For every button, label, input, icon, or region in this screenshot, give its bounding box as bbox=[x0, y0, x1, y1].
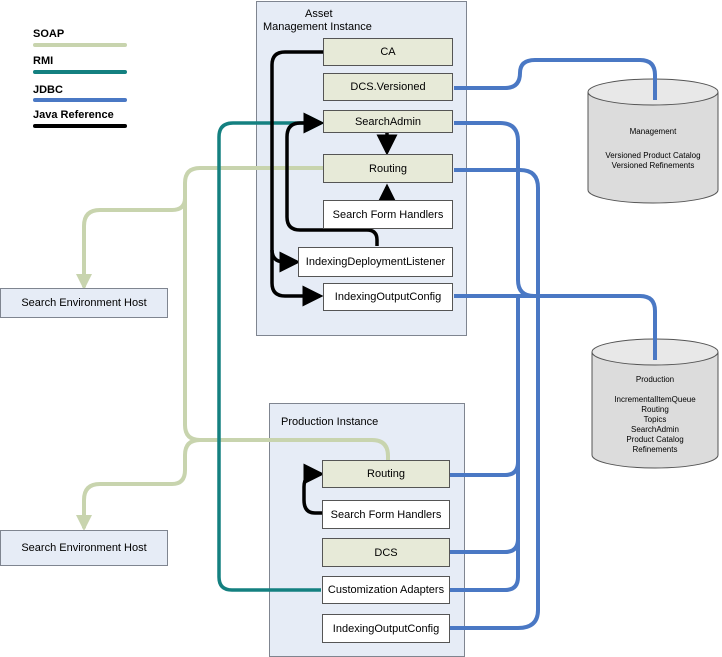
node-search-admin[interactable]: SearchAdmin bbox=[323, 110, 453, 133]
db-production-line: Routing bbox=[641, 405, 669, 414]
legend-rmi-label: RMI bbox=[33, 55, 54, 67]
legend-java-reference-label: Java Reference bbox=[33, 109, 114, 121]
node-routing-asset[interactable]: Routing bbox=[323, 154, 453, 183]
search-environment-host-2[interactable]: Search Environment Host bbox=[0, 530, 168, 566]
production-instance: Production Instance bbox=[269, 403, 465, 657]
node-routing-production[interactable]: Routing bbox=[322, 460, 450, 488]
node-customization-adapters[interactable]: Customization Adapters bbox=[322, 576, 450, 604]
jdbc-wire-search-admin bbox=[454, 121, 657, 360]
db-management-line: Versioned Refinements bbox=[611, 161, 695, 170]
production-instance-title: Production Instance bbox=[281, 416, 379, 428]
java-ref-listener-to-searchadmin bbox=[285, 112, 379, 246]
rmi-wire bbox=[217, 114, 325, 592]
db-management-title: Management bbox=[629, 127, 677, 136]
soap-wire-trunk bbox=[183, 196, 390, 468]
node-indexing-output-config-production[interactable]: IndexingOutputConfig bbox=[322, 614, 450, 643]
legend-java-reference-line bbox=[33, 124, 127, 128]
java-ref-prod-handlers-to-routing bbox=[302, 463, 325, 515]
node-ca[interactable]: CA bbox=[323, 38, 453, 66]
search-environment-host-1[interactable]: Search Environment Host bbox=[0, 288, 168, 318]
jdbc-wire-prod-routing bbox=[450, 461, 520, 477]
soap-wire-host2 bbox=[76, 438, 202, 531]
legend-rmi-line bbox=[33, 70, 127, 74]
node-indexing-output-config-asset[interactable]: IndexingOutputConfig bbox=[323, 283, 453, 311]
java-ref-ca-to-indexing bbox=[270, 250, 324, 307]
rmi-wires bbox=[217, 114, 325, 592]
jdbc-wire-dcs-versioned bbox=[454, 58, 657, 100]
jdbc-wire-customization bbox=[450, 540, 520, 592]
legend-soap-line bbox=[33, 43, 127, 47]
asset-instance-title: Asset bbox=[305, 8, 333, 21]
node-search-form-handlers-production[interactable]: Search Form Handlers bbox=[322, 500, 450, 529]
legend-jdbc-label: JDBC bbox=[33, 84, 63, 96]
node-search-form-handlers-asset[interactable]: Search Form Handlers bbox=[323, 200, 453, 229]
legend-jdbc-line bbox=[33, 98, 127, 102]
legend-soap-label: SOAP bbox=[33, 28, 65, 40]
jdbc-wire-prod-indexing bbox=[450, 500, 540, 630]
db-production-title: Production bbox=[635, 375, 675, 384]
db-production-text: Production IncrementalItemQueue Routing … bbox=[594, 375, 716, 455]
soap-wire-asset-routing bbox=[76, 166, 325, 290]
jdbc-wires bbox=[450, 58, 657, 630]
db-management-text: Management Versioned Product Catalog Ver… bbox=[590, 127, 716, 171]
db-production-line: SearchAdmin bbox=[630, 425, 680, 434]
db-production-line: Product Catalog bbox=[626, 435, 684, 444]
asset-instance-title-line1: Asset bbox=[305, 8, 333, 20]
jdbc-wire-dcs bbox=[450, 520, 520, 554]
java-ref-ca-to-listener bbox=[270, 50, 323, 273]
java-reference-wires bbox=[270, 50, 398, 515]
db-production-line: IncrementalItemQueue bbox=[614, 395, 696, 404]
node-indexing-deployment-listener[interactable]: IndexingDeploymentListener bbox=[298, 247, 453, 277]
asset-instance-title-line2: Management Instance bbox=[263, 21, 372, 33]
db-management-line: Versioned Product Catalog bbox=[605, 151, 701, 160]
db-production-line: Topics bbox=[643, 415, 667, 424]
db-production-line: Refinements bbox=[632, 445, 678, 454]
soap-wires bbox=[76, 166, 390, 531]
node-dcs-versioned[interactable]: DCS.Versioned bbox=[323, 73, 453, 101]
jdbc-wire-routing bbox=[454, 168, 540, 520]
node-dcs-production[interactable]: DCS bbox=[322, 538, 450, 567]
